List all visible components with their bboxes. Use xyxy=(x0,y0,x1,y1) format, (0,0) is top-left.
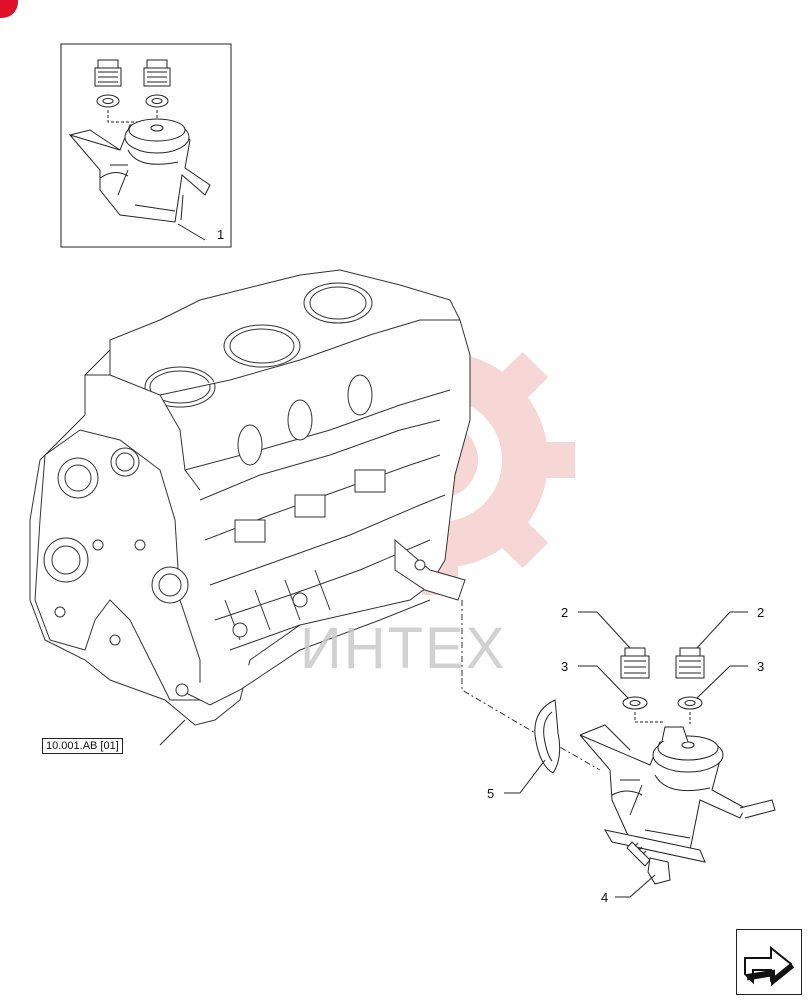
leaders xyxy=(504,611,748,898)
callout-3-right: 3 xyxy=(757,659,764,674)
arrow-icon xyxy=(744,945,795,987)
callout-2-left: 2 xyxy=(561,605,568,620)
assembly-line xyxy=(461,678,601,771)
bolt xyxy=(626,841,671,885)
callout-1-inset: 1 xyxy=(217,227,224,242)
callout-2-right: 2 xyxy=(757,605,764,620)
reference-link[interactable]: 10.001.AB [01] xyxy=(42,738,123,754)
fitting-left xyxy=(620,647,650,710)
inset-detail: 1 xyxy=(60,43,232,248)
fitting-right xyxy=(675,647,705,710)
inset-fitting-left xyxy=(94,59,122,108)
pump-assembly xyxy=(534,647,776,885)
callout-4: 4 xyxy=(601,890,608,905)
callout-5: 5 xyxy=(487,786,494,801)
inset-fitting-right xyxy=(143,59,171,108)
next-page-button[interactable] xyxy=(736,929,802,995)
callout-3-left: 3 xyxy=(561,659,568,674)
engine-block xyxy=(29,269,471,726)
corner-badge xyxy=(0,0,18,18)
watermark-text: ИНТЕХ xyxy=(300,616,507,681)
